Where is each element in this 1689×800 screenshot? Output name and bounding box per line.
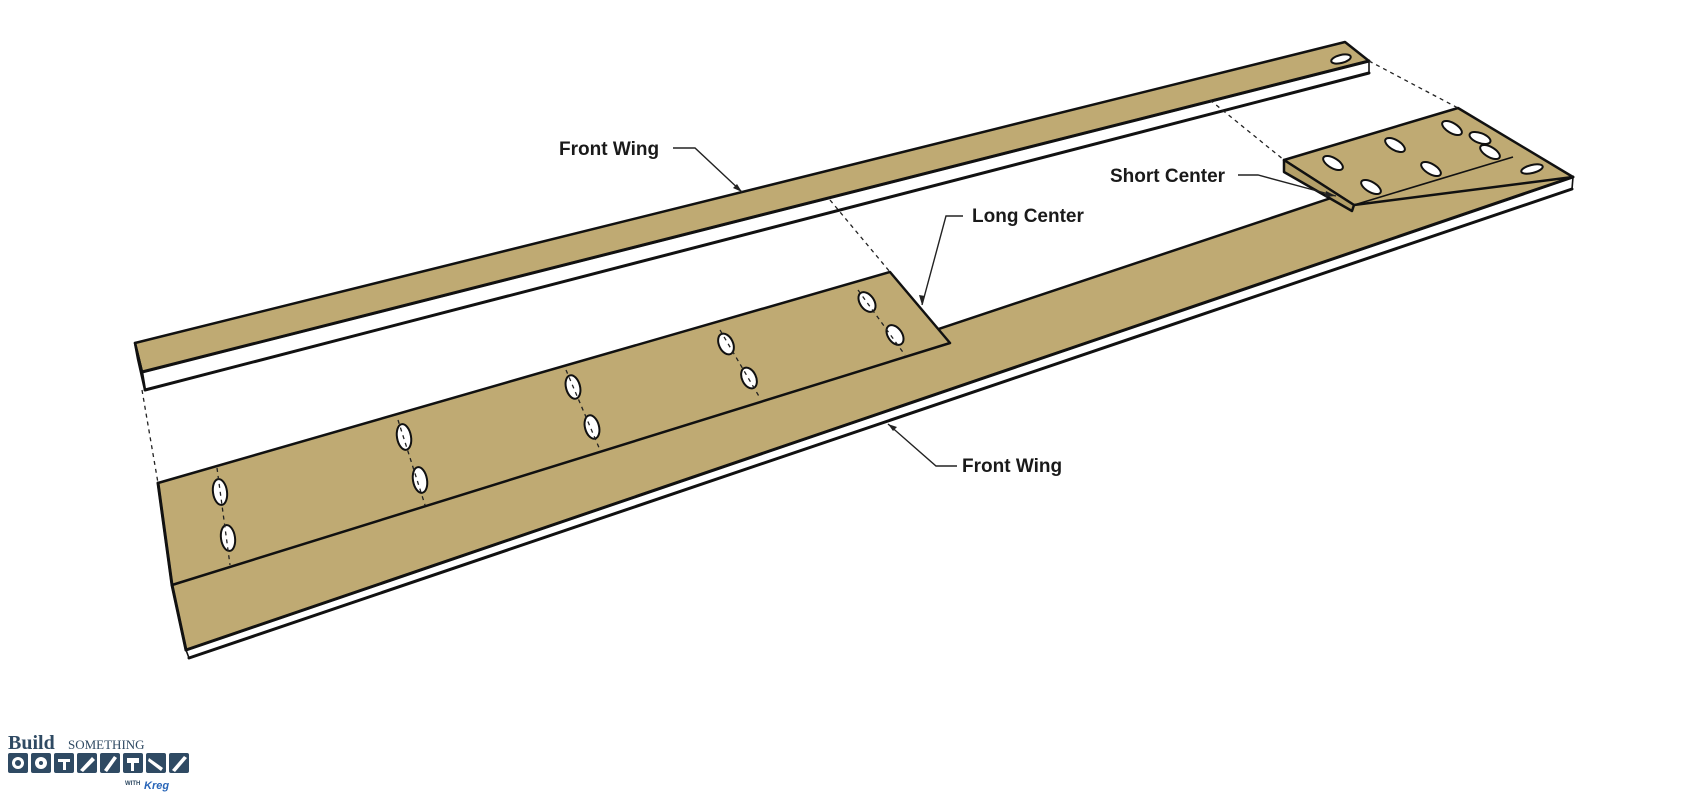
alignment-lines [141,60,1459,566]
pocket-hole [219,524,237,552]
pocket-hole [411,466,429,494]
logo-build: Build [8,732,55,754]
pocket-hole [1420,161,1442,177]
label-short-center: Short Center [1110,166,1226,187]
pocket-hole [885,324,905,346]
pocket-hole [1441,120,1463,136]
pocket-hole [1322,155,1344,171]
pocket-hole [1468,130,1492,146]
pocket-hole [1479,144,1501,160]
label-long-center: Long Center [972,206,1084,227]
logo-kreg: Kreg [144,780,169,792]
front-wing-board-back [133,40,1371,392]
logo-with: WITH [125,781,140,787]
logo-something: SOMETHING [68,737,145,752]
short-center-board [1282,106,1575,213]
joint-lines [171,156,1514,586]
tool-icons-strip [8,753,189,773]
pocket-hole [1384,137,1406,153]
label-front-wing-bottom: Front Wing [962,456,1062,477]
pocket-hole [717,332,735,356]
pocket-hole [1520,163,1544,175]
label-front-wing-top: Front Wing [559,139,659,160]
pocket-hole [1360,179,1382,195]
leader-lines [673,147,1337,467]
build-something-logo: Build SOMETHING WITH Kreg [8,732,189,792]
pocket-hole [1330,53,1352,65]
